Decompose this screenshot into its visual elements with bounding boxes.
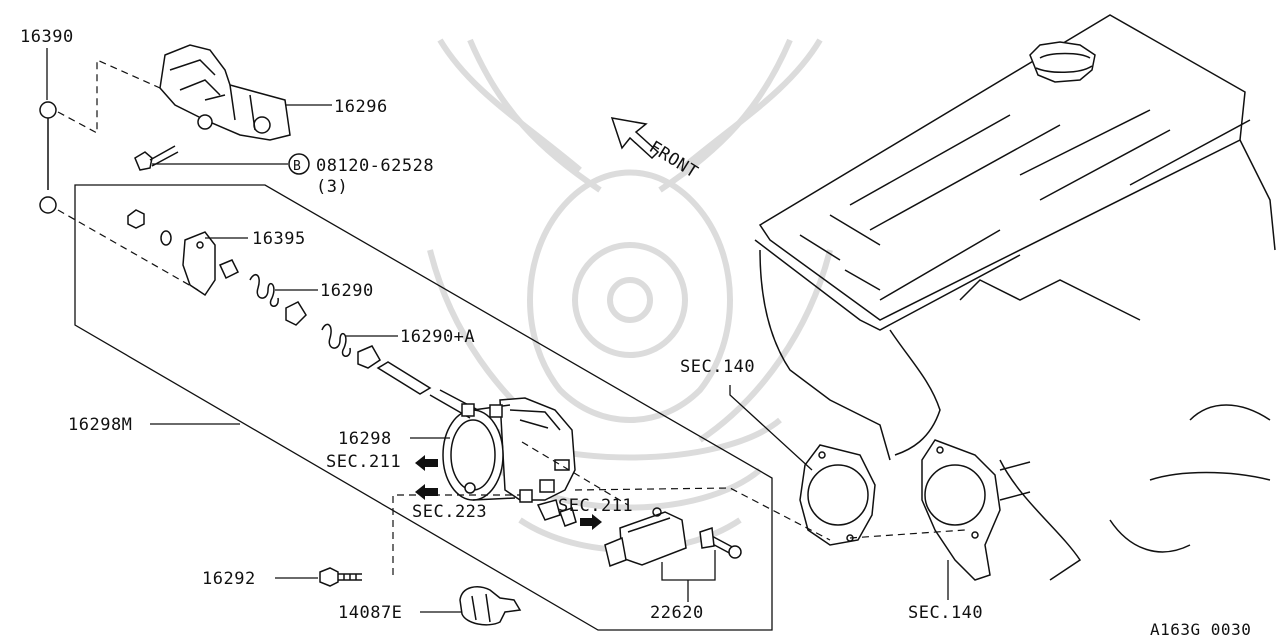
part-22620-sensor [604, 507, 687, 568]
label-16292: 16292 [202, 569, 256, 589]
bolt-callout-circle [288, 153, 310, 175]
gasket-bottom [921, 439, 1001, 581]
diagram-id: A163G 0030 [1150, 620, 1251, 639]
label-14087e: 14087E [338, 603, 402, 623]
assembly-outline-16298m [74, 184, 773, 631]
label-16395: 16395 [252, 229, 306, 249]
part-shaft [376, 361, 432, 395]
part-16298-throttle-body [429, 389, 577, 527]
gasket-top [799, 444, 876, 546]
label-22620: 22620 [650, 603, 704, 623]
bolt-circle-letter: B [293, 159, 301, 174]
label-sec223: SEC.223 [412, 502, 487, 522]
label-sec140-bottom: SEC.140 [908, 603, 983, 623]
dashed-guide-lines [57, 59, 966, 575]
part-16296-valve [159, 44, 291, 141]
part-washer [160, 230, 172, 246]
label-16390: 16390 [20, 27, 74, 47]
part-16395-bracket [182, 231, 216, 297]
label-16298m: 16298M [68, 415, 132, 435]
leader-lines [150, 104, 949, 613]
label-bolt-qty: (3) [316, 177, 348, 197]
part-16290a-spring [321, 323, 351, 357]
label-bolt-number: 08120-62528 [316, 156, 434, 176]
label-16298: 16298 [338, 429, 392, 449]
bolt-08120 [134, 145, 179, 171]
arrow-sec223 [415, 484, 438, 500]
engine-block [754, 14, 1276, 581]
part-nut [127, 209, 145, 229]
part-14087e-clip [459, 586, 522, 626]
part-collar-2 [285, 301, 307, 326]
part-16290-spring [249, 273, 279, 307]
label-16290a: 16290+A [400, 327, 475, 347]
arrow-sec211-left [415, 455, 438, 471]
label-sec211-left: SEC.211 [326, 452, 401, 472]
label-16296: 16296 [334, 97, 388, 117]
arrow-sec211-right [580, 514, 602, 530]
part-16390-rod [39, 48, 57, 214]
label-16290: 16290 [320, 281, 374, 301]
part-collar-3 [357, 345, 381, 369]
label-sec211-right: SEC.211 [558, 496, 633, 516]
part-22620-bolt [699, 526, 742, 559]
label-sec140-top: SEC.140 [680, 357, 755, 377]
part-collar-1 [218, 259, 240, 280]
part-16292-bolt [319, 567, 362, 587]
